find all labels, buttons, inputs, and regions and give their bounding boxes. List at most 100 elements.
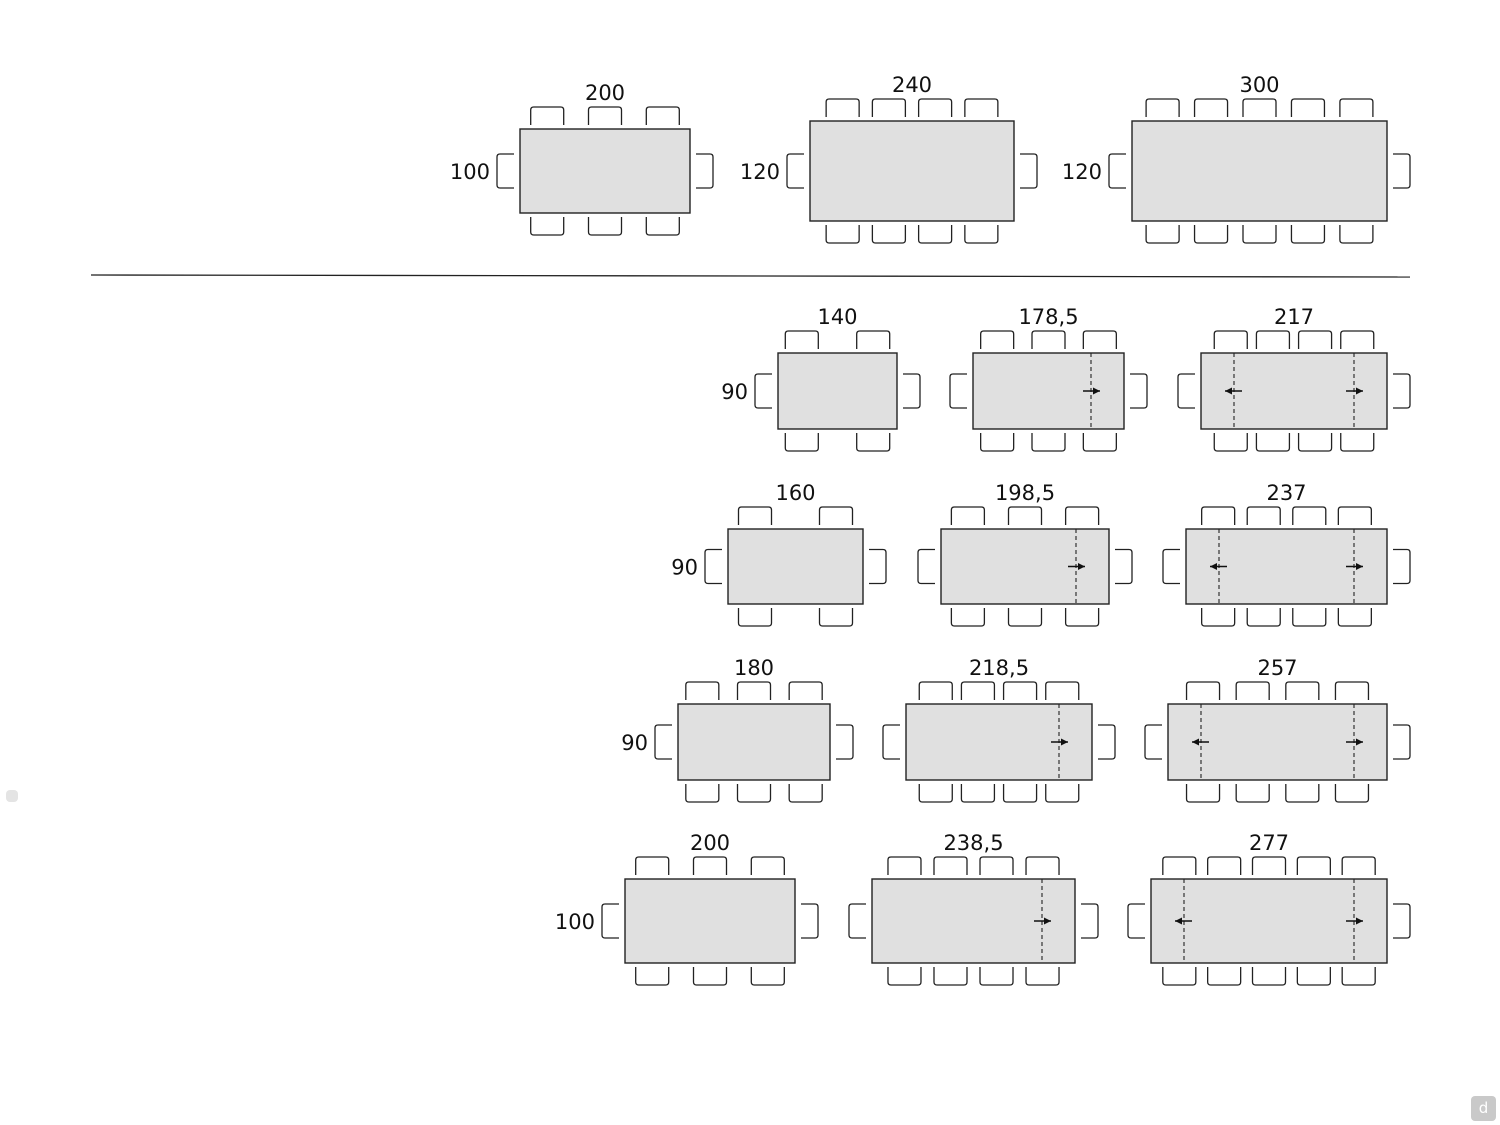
chair-end-right [869, 548, 887, 585]
chair-top [1341, 856, 1376, 875]
chair-bottom [1246, 608, 1281, 627]
chair-bottom [685, 784, 720, 803]
table-diagram: 200 100 [450, 81, 714, 236]
table-length-label: 277 [1249, 831, 1289, 855]
table-top [727, 528, 864, 605]
chair-bottom [918, 784, 953, 803]
chair-bottom [1025, 967, 1060, 986]
chair-end-left [848, 903, 866, 939]
chair-top [1235, 681, 1270, 700]
chair-top [1255, 330, 1291, 349]
chair-bottom [736, 784, 772, 803]
chair-bottom [825, 225, 860, 244]
chair-top [1213, 330, 1248, 349]
chair-top [1193, 98, 1229, 117]
table-length-label: 180 [734, 656, 774, 680]
chair-bottom [1193, 225, 1229, 244]
chair-top [960, 681, 996, 700]
chair-top [887, 856, 922, 875]
chair-top [1337, 506, 1372, 525]
chair-top [1251, 856, 1287, 875]
chair-top [856, 330, 891, 349]
table-diagram: 140 90 [721, 305, 921, 452]
chair-top [692, 856, 728, 875]
table-width-label: 120 [740, 160, 780, 184]
side-tab-marker [6, 790, 18, 802]
table-length-label: 200 [585, 81, 625, 105]
brand-logo: d [1471, 1096, 1496, 1121]
chair-top [1007, 506, 1043, 525]
table-length-label: 178,5 [1018, 305, 1078, 329]
chair-top [1246, 506, 1281, 525]
table-width-label: 90 [721, 380, 748, 404]
chair-end-left [882, 724, 900, 760]
chair-end-left [1127, 903, 1145, 939]
chair-top [1334, 681, 1370, 700]
chair-top [635, 856, 670, 875]
table-length-label: 237 [1266, 481, 1306, 505]
chair-bottom [1292, 608, 1327, 627]
chair-bottom [750, 967, 785, 986]
table-width-label: 90 [671, 556, 698, 580]
chair-bottom [979, 967, 1014, 986]
table-length-label: 257 [1257, 656, 1297, 680]
chair-end-left [917, 548, 935, 585]
chair-top [871, 98, 907, 117]
table-width-label: 120 [1062, 160, 1102, 184]
chair-end-right [1130, 373, 1148, 409]
table-length-label: 218,5 [969, 656, 1029, 680]
chair-end-right [1393, 724, 1411, 760]
chair-top [933, 856, 968, 875]
chair-end-right [836, 724, 854, 760]
chair-bottom [645, 217, 680, 236]
extension-arrowhead [1356, 387, 1363, 395]
chair-bottom [960, 784, 996, 803]
table-top [677, 703, 831, 781]
chair-end-left [1144, 724, 1162, 760]
chair-top [1185, 681, 1221, 700]
chair-end-left [1162, 548, 1180, 585]
extension-arrowhead [1356, 563, 1363, 570]
chair-bottom [964, 225, 999, 244]
chair-end-left [949, 373, 967, 409]
extension-arrowhead [1078, 563, 1085, 570]
table-length-label: 140 [817, 305, 857, 329]
chair-bottom [818, 608, 854, 627]
chair-top [645, 106, 680, 125]
chair-bottom [1207, 967, 1242, 986]
chair-end-left [654, 724, 672, 760]
chair-top [1002, 681, 1038, 700]
chair-top [918, 681, 953, 700]
chair-top [1082, 330, 1117, 349]
chair-bottom [530, 217, 565, 236]
chair-bottom [587, 217, 623, 236]
chair-end-right [1393, 903, 1411, 939]
extension-arrowhead [1093, 387, 1100, 395]
chair-end-right [1393, 153, 1411, 189]
chair-bottom [635, 967, 670, 986]
table-diagram: 277 [1127, 831, 1411, 986]
chair-bottom [692, 967, 728, 986]
section-divider [90, 274, 1411, 278]
chair-bottom [1251, 967, 1287, 986]
chair-top [530, 106, 565, 125]
chair-top [685, 681, 720, 700]
table-width-label: 100 [450, 160, 490, 184]
chair-bottom [871, 225, 907, 244]
chair-end-left [786, 153, 804, 189]
chair-top [1025, 856, 1060, 875]
table-diagram: 217 [1177, 305, 1411, 452]
chair-top [784, 330, 819, 349]
chair-bottom [1255, 433, 1291, 452]
table-top [777, 352, 898, 430]
chair-top [917, 98, 953, 117]
chair-end-left [1177, 373, 1195, 409]
chair-top [736, 681, 772, 700]
chair-end-left [1108, 153, 1126, 189]
chair-top [1339, 98, 1374, 117]
chair-bottom [980, 433, 1015, 452]
chair-end-right [1393, 373, 1411, 409]
table-top [809, 120, 1015, 222]
chair-top [1031, 330, 1066, 349]
